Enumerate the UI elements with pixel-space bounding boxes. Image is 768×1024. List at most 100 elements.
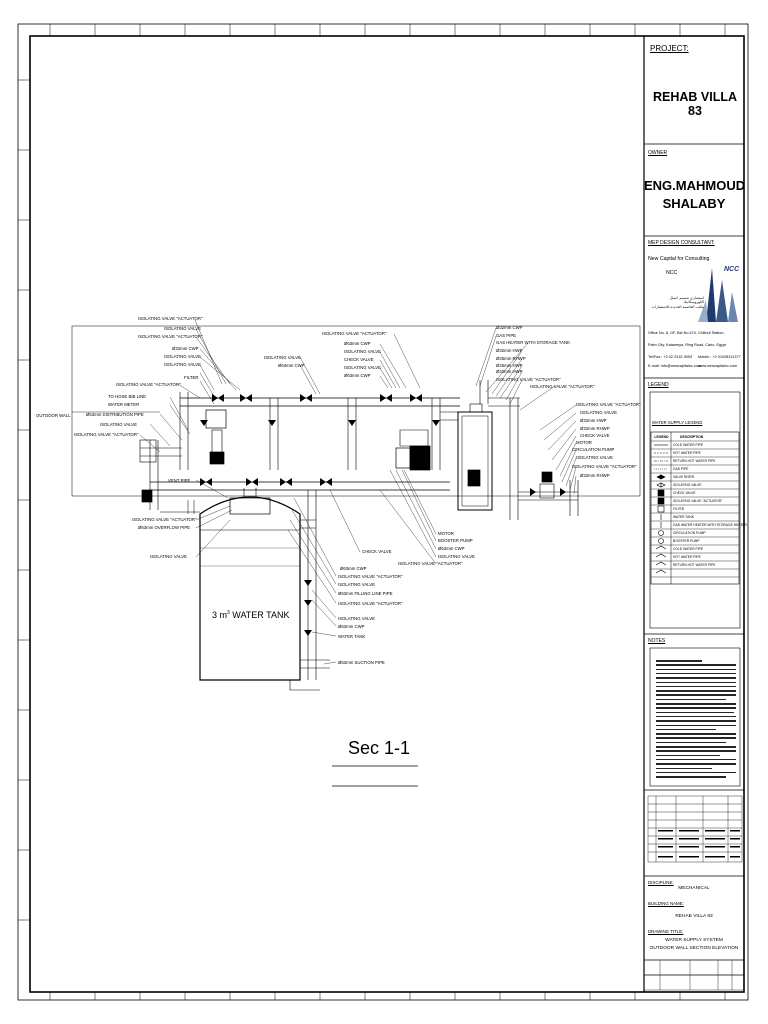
note-line (656, 694, 736, 696)
note-line (656, 707, 736, 709)
gas-heater (457, 411, 493, 511)
project-label: PROJECT: (650, 44, 689, 53)
consultant-email: E-mail: info@newcapitalnc.com (648, 364, 702, 368)
label-filling-pipe: Ø63mm FILLING LINE PIPE (338, 591, 393, 596)
label-gas-pipe: GAS PIPE (496, 333, 516, 338)
label-iso-valve-2: ISOLATING VALVE (164, 354, 201, 359)
legend-row-desc: RETURN HOT WATER PIPE (673, 563, 716, 567)
note-line (656, 672, 736, 675)
note-line (656, 733, 736, 735)
label-iso-valve-1: ISOLATING VALVE (164, 326, 201, 331)
consultant-web: www.newcapitalnc.com (698, 364, 738, 368)
legend-row-desc: CIRCULATION PUMP (673, 531, 706, 535)
revision-fill (658, 830, 740, 858)
legend-row-desc: GAS PIPE (673, 467, 689, 471)
outer-frame (17, 23, 749, 1001)
label-rhwp-far2: Ø32mm RHWP (580, 473, 610, 478)
label-motor-mid: MOTOR (438, 531, 454, 536)
label-overflow: Ø63mm OVERFLOW PIPE (138, 525, 190, 530)
note-line (656, 741, 726, 744)
note-line (656, 690, 736, 692)
label-outdoor-wall: OUTDOOR WALL (36, 413, 71, 418)
legend-header-desc: DESCRIPTION (680, 435, 704, 439)
notes-box (649, 647, 741, 787)
label-iso-act-bot: ISOLATING VALVE "ACTUATOR" (338, 574, 403, 579)
label-iso-act-far2: ISOLATING VALVE "ACTUATOR" (576, 402, 641, 407)
leader-lines (139, 319, 577, 665)
label-iso-act-tank: ISOLATING VALVE "ACTUATOR" (132, 517, 197, 522)
label-iso-valve-tank: ISOLATING VALVE (150, 554, 187, 559)
label-cwp-mid2: Ø63mm CWP (438, 546, 465, 551)
consultant-name-line1: New Capital for Consulting (648, 256, 710, 262)
note-line (656, 715, 736, 718)
legend-header-sym: LEGEND (654, 435, 669, 439)
label-hwp-r3: Ø32mm HWP (496, 369, 523, 374)
inner-frame (29, 35, 745, 993)
note-line (656, 767, 712, 770)
booster-pump (395, 447, 411, 469)
legend-table-lines (651, 440, 739, 578)
consultant-address-1: Office No. 8, GF, Bld No.474, Chillout S… (648, 331, 725, 335)
label-cwp-mid3: Ø63mm CWP (340, 566, 367, 571)
note-line (656, 750, 736, 752)
legend-box (649, 391, 741, 629)
label-hose-bib: TO HOSE BIB LINE (108, 394, 146, 399)
label-hwp-far: Ø32mm HWP (580, 418, 607, 423)
legend-row-desc: GAS WATER HEATER WITH STORAGE HEATER (673, 523, 747, 527)
label-iso-valve-mid: ISOLATING VALVE (264, 355, 301, 360)
legend-row-desc: COLD WATER PIPE (673, 547, 704, 551)
water-tank (199, 496, 301, 681)
label-cwp-r1: Ø32mm CWP (496, 325, 523, 330)
note-line (656, 711, 734, 714)
label-circ-pump: CIRCULATION PUMP (572, 447, 615, 452)
note-line (656, 763, 736, 765)
tank-label: 3 m3 WATER TANK (212, 610, 289, 620)
consultant-name-line2: NCC (666, 270, 678, 276)
label-iso-act-bot2: ISOLATING VALVE "ACTUATOR" (338, 601, 403, 606)
label-iso-valve-bot2: ISOLATING VALVE (338, 616, 375, 621)
label-gas-heater: GAS HEATER WITH STORAGE TANK (496, 340, 570, 345)
discipline-value: MECHANICAL (678, 886, 710, 891)
drawing-title-line1: WATER SUPPLY SYSTEM (665, 938, 723, 943)
label-iso-valve-3: ISOLATING VALVE (164, 362, 201, 367)
label-iso-act-far: ISOLATING VALVE "ACTUATOR" (530, 384, 595, 389)
label-iso-valve-left: ISOLATING VALVE (100, 422, 137, 427)
note-line (656, 677, 736, 679)
upper-valves (200, 394, 440, 426)
legend-table (650, 431, 740, 585)
note-line (656, 668, 736, 671)
outdoor-wall-box (71, 325, 641, 497)
piping-diagram (71, 319, 641, 787)
note-line (656, 758, 736, 761)
consultant-label: MEP DESIGN CONSULTANT: (648, 240, 715, 246)
building-value: REHAB VILLA 83 (675, 914, 713, 919)
label-hwp-r2: Ø25mm HWP (496, 363, 523, 368)
label-iso-valve-far: ISOLATING VALVE (580, 410, 617, 415)
label-distribution: Ø63mm DISTRIBUTION PIPE (86, 412, 144, 417)
label-water-tank: WATER TANK (338, 634, 365, 639)
owner-name-line1: ENG.MAHMOUD (644, 178, 746, 193)
consultant-mobile: Mobile : +2 01028311377 (698, 355, 741, 359)
label-vent-pipe: VENT PIPE (168, 478, 191, 483)
titleblock-rows (644, 143, 744, 976)
label-iso-valve-top2: ISOLATING VALVE (344, 365, 381, 370)
label-iso-act-left: ISOLATING VALVE "ACTUATOR" (116, 382, 181, 387)
booster-motor (409, 445, 431, 471)
note-line (656, 728, 716, 731)
legend-row-desc: HOT WATER PIPE (673, 555, 701, 559)
label-check-valve-far: CHECK VALVE (580, 433, 610, 438)
water-legend-label: WATER SUPPLY LEGEND (652, 420, 703, 425)
note-line (656, 720, 736, 722)
legend-row-desc: FILTER (673, 507, 685, 511)
label-motor-far: MOTOR (576, 440, 592, 445)
circulation-pump (539, 483, 555, 499)
note-line (656, 681, 736, 684)
legend-label: LEGEND (648, 382, 669, 388)
notes-label: NOTES (648, 638, 666, 644)
frame-ticks (18, 24, 726, 1000)
lower-header-pipe (150, 481, 450, 491)
label-iso-act-top: ISOLATING VALVE "ACTUATOR" (322, 331, 387, 336)
return-line (518, 491, 578, 501)
drawing-title-line2: OUTDOOR WALL SECTION ELEVATION (649, 946, 739, 951)
